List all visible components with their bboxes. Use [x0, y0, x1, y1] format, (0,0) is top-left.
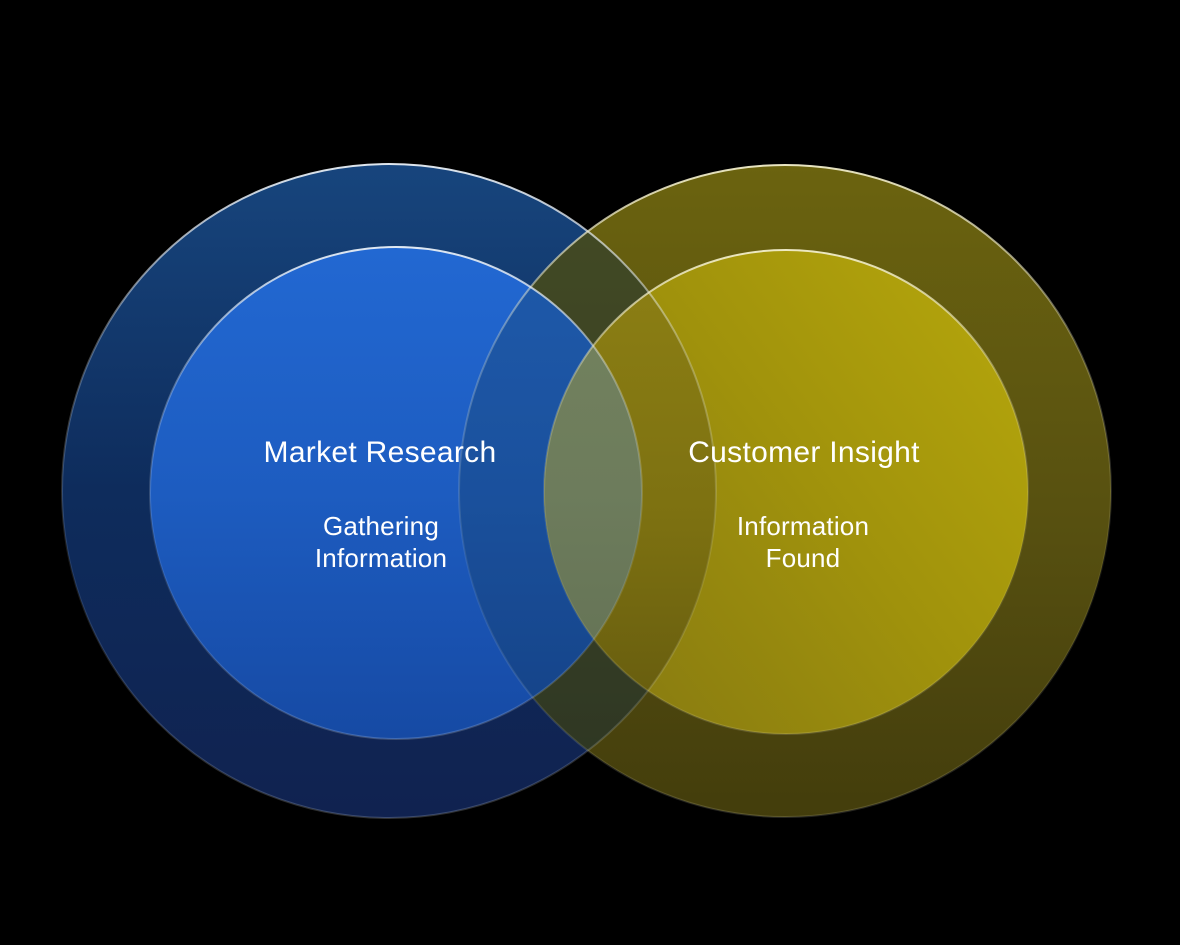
left-circle-subtitle-line1: Gathering	[323, 511, 439, 541]
left-outer-circle-edge	[61, 163, 717, 819]
right-circle-subtitle-line2: Found	[766, 543, 841, 573]
right-inner-circle-edge	[543, 249, 1029, 735]
left-circle-subtitle-line2: Information	[315, 543, 447, 573]
left-inner-circle	[150, 247, 642, 739]
right-inner-ring-overlap	[544, 250, 716, 734]
left-circle-title: Market Research	[264, 436, 497, 469]
left-inner-overlap-tint	[459, 247, 642, 739]
right-circle-title: Customer Insight	[688, 436, 920, 469]
right-circle-subtitle-line1: Information	[737, 511, 869, 541]
right-outer-circle-edge	[458, 164, 1112, 818]
left-inner-circle-edge	[149, 246, 643, 740]
